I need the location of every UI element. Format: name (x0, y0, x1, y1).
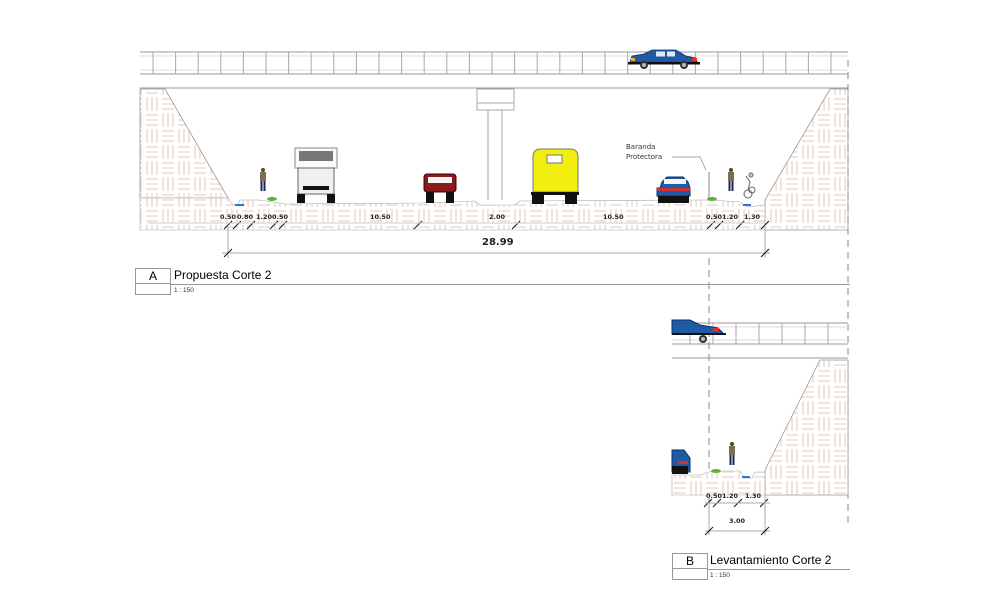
road-base-b (671, 470, 766, 496)
dimension-tick (511, 220, 521, 230)
section-a-title: Propuesta Corte 2 (174, 268, 272, 282)
pedestrian-left (260, 168, 266, 191)
dimension-tick (714, 220, 724, 230)
dim-label-b: 1.30 (745, 492, 762, 500)
dim-label: 0.80 (237, 213, 254, 221)
dim-label: 2.00 (489, 213, 506, 221)
dimension-tick (278, 220, 288, 230)
car-blue-partial-b (671, 449, 691, 474)
dim-label-b: 0.50 (706, 492, 723, 500)
embankment-left (139, 88, 229, 199)
annotation-leader (672, 156, 707, 171)
total-width-b: 3.00 (729, 517, 746, 525)
section-a-title-underline (170, 284, 850, 285)
car-blue-overpass-b (671, 319, 726, 343)
section-b-title-underline (707, 569, 850, 570)
total-width-a: 28.99 (482, 237, 514, 248)
overpass-railing-a (140, 51, 848, 89)
central-pillar (476, 88, 515, 200)
dim-label: 0.50 (220, 213, 237, 221)
dim-label: 10.50 (603, 213, 624, 221)
car-blue-rear (656, 176, 691, 203)
dimension-tick (413, 220, 423, 230)
section-a-letter-box (135, 283, 171, 295)
dim-label: 1.20 (722, 213, 739, 221)
dim-label: 0.50 (706, 213, 723, 221)
dimension-tick (232, 220, 242, 230)
pedestrian-b (729, 442, 735, 465)
dim-label: 1.30 (744, 213, 761, 221)
car-red (423, 173, 457, 203)
dim-label-b: 1.20 (722, 492, 739, 500)
section-a-letter: A (135, 268, 171, 284)
dim-label: 1.20 (256, 213, 273, 221)
cyclist (743, 172, 756, 199)
dimension-tick (269, 220, 279, 230)
annotation-text-1: Baranda (626, 143, 655, 151)
embankment-right (764, 88, 849, 231)
annotation-text-2: Protectora (626, 153, 662, 161)
dimension-labels-a: 0.50 0.80 1.20 0.50 10.50 2.00 10.50 0.5… (220, 213, 761, 221)
truck-yellow (531, 148, 579, 204)
section-b-letter-box (672, 568, 708, 580)
dim-label: 10.50 (370, 213, 391, 221)
pedestrian-right (728, 168, 734, 191)
section-a-scale: 1 : 150 (174, 287, 194, 294)
dimension-tick (735, 220, 745, 230)
car-blue-overpass (627, 49, 701, 70)
section-b-letter: B (672, 553, 708, 569)
section-b-title: Levantamiento Corte 2 (710, 553, 832, 567)
section-b-scale: 1 : 150 (710, 572, 730, 579)
embankment-right-b (764, 359, 849, 496)
dimension-tick (706, 220, 716, 230)
dimension-tick (246, 220, 256, 230)
dim-label: 0.50 (272, 213, 289, 221)
box-truck (294, 147, 338, 203)
